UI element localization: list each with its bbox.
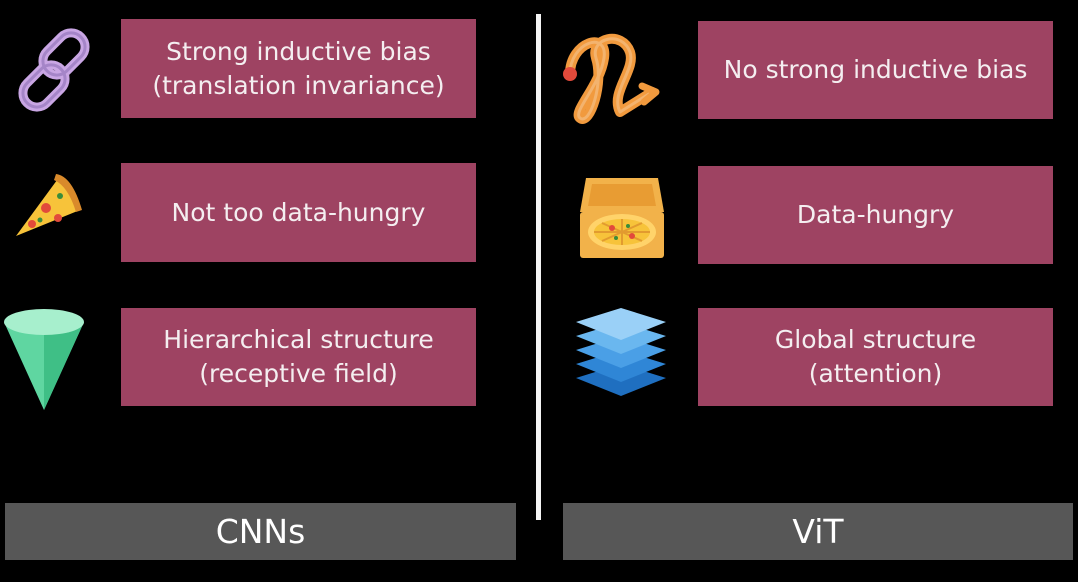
vit-column-label: ViT [563,503,1073,560]
column-divider [536,14,541,520]
cnn-card-line: Hierarchical structure [163,325,434,354]
vit-card-data-hungry: Data-hungry [698,166,1053,264]
cnn-card-hierarchical: Hierarchical structure (receptive field) [121,308,476,406]
cnn-column-label: CNNs [5,503,516,560]
cnn-card-inductive-bias: Strong inductive bias (translation invar… [121,19,476,118]
vit-card-line: Global structure [774,325,977,354]
vit-card-line: Data-hungry [796,200,955,229]
vit-card-global-structure: Global structure (attention) [698,308,1053,406]
cnn-card-line: Strong inductive bias [166,36,431,66]
vit-card-line: No strong inductive bias [723,55,1028,84]
cnn-card-data-hungry: Not too data-hungry [121,163,476,262]
pizza-box-icon [578,176,666,262]
vit-card-no-inductive-bias: No strong inductive bias [698,21,1053,119]
pizza-slice-icon [10,170,85,242]
cnn-card-line: (translation invariance) [152,70,445,100]
vit-card-line: (attention) [808,359,943,388]
layers-stack-icon [574,306,668,398]
chain-link-icon [10,25,100,115]
squiggle-path-icon [560,22,666,128]
cnn-card-line: Not too data-hungry [171,197,426,227]
cnn-card-line: (receptive field) [199,359,398,388]
cone-icon [2,306,86,412]
